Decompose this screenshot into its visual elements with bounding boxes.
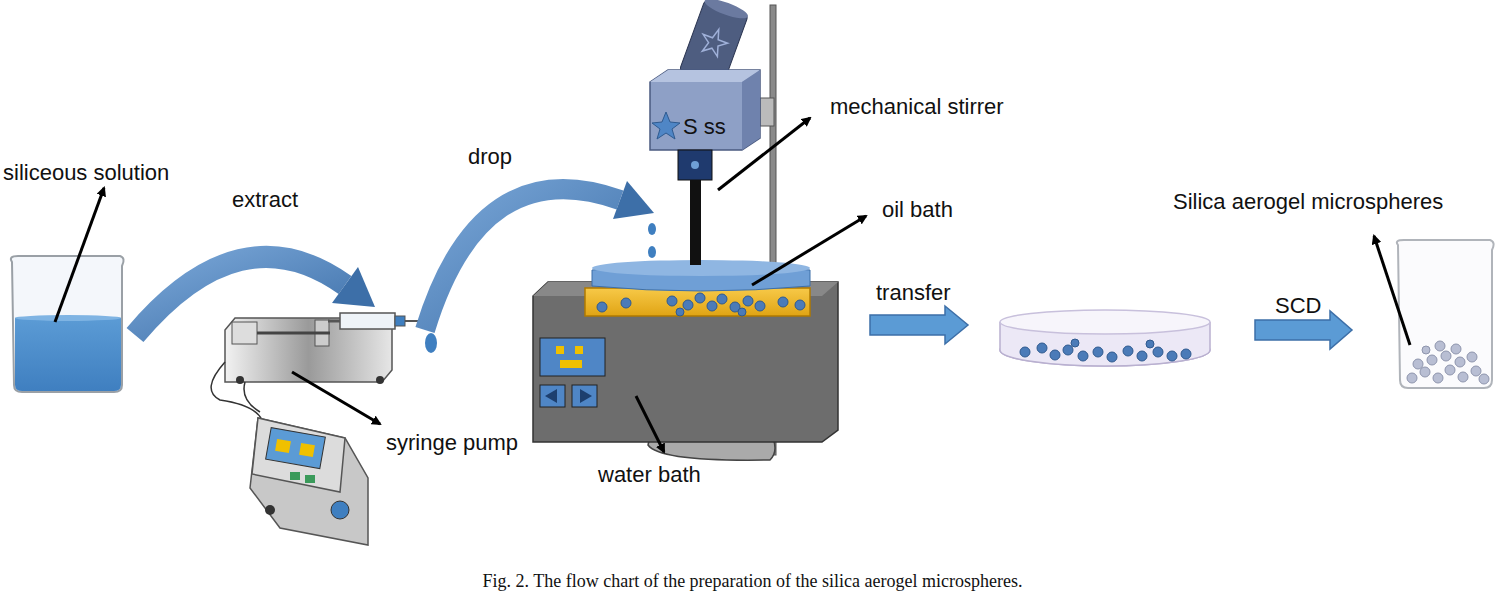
annotation-label: SCD: [1275, 293, 1321, 319]
annotation-label: drop: [468, 144, 512, 170]
annotation-label: transfer: [876, 280, 951, 306]
annotation-label: siliceous solution: [3, 160, 169, 186]
annotation-label: oil bath: [882, 197, 953, 223]
figure-caption: Fig. 2. The flow chart of the preparatio…: [0, 570, 1505, 592]
annotation-label: water bath: [598, 462, 701, 488]
annotation-label: S ss: [683, 114, 726, 140]
annotation-label: syringe pump: [386, 430, 518, 456]
annotation-label: mechanical stirrer: [830, 94, 1004, 120]
annotation-label: Silica aerogel microspheres: [1173, 189, 1443, 215]
annotation-label: extract: [232, 187, 298, 213]
